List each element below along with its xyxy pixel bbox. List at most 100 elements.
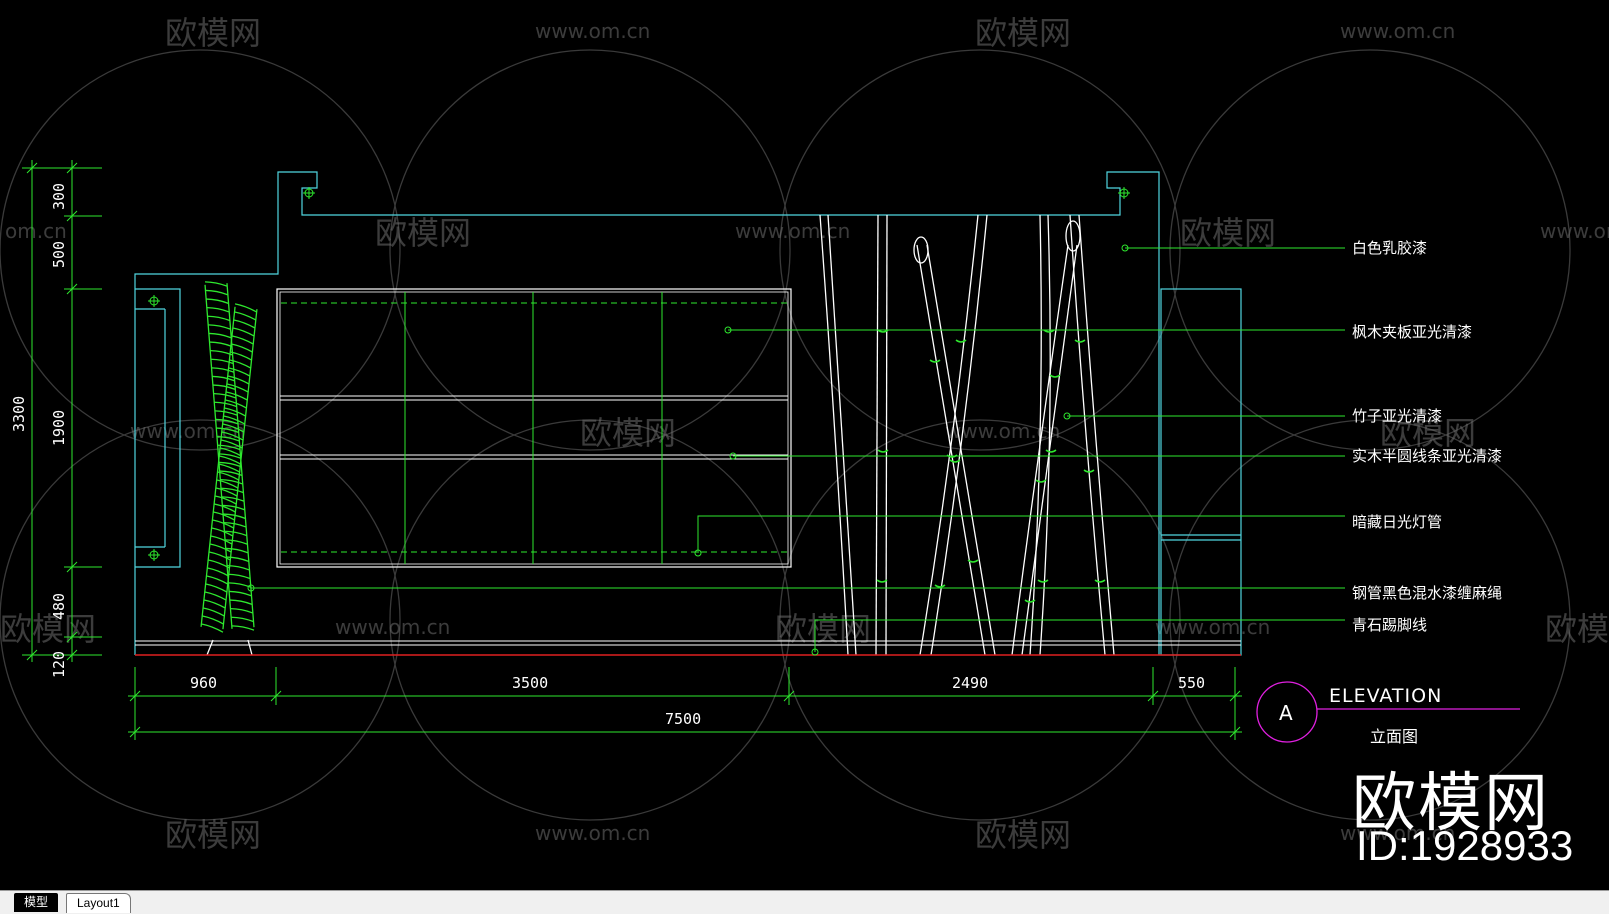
rope-coil	[201, 615, 225, 625]
rope-coil	[229, 351, 253, 361]
rope-coil	[234, 303, 258, 313]
dim-width-part: 960	[190, 674, 217, 692]
callout-labels: 白色乳胶漆 枫木夹板亚光清漆 竹子亚光清漆 实木半圆线条亚光清漆 暗藏日光灯管 …	[1352, 239, 1502, 634]
cad-drawing-canvas[interactable]: 欧模网 www.om.cn 欧模网 www.om.cn om.cn 欧模网 ww…	[0, 0, 1609, 890]
watermark-url: www.om.cn	[1155, 615, 1270, 639]
tab-model[interactable]: 模型	[14, 893, 59, 912]
dim-width-part: 2490	[952, 674, 988, 692]
tab-layout1[interactable]: Layout1	[66, 893, 131, 913]
elevation-title-cn: 立面图	[1370, 727, 1418, 746]
watermark-brand: 欧模网	[1180, 214, 1276, 252]
rope-coil	[226, 556, 249, 562]
watermark-brand: 欧模网	[975, 816, 1071, 854]
rope-coil	[221, 431, 244, 441]
watermark-brand: 欧模网	[1380, 414, 1476, 452]
rope-coil	[217, 436, 240, 442]
rope-coil	[218, 455, 242, 465]
rope-coil	[212, 375, 235, 382]
elevation-title-en: ELEVATION	[1329, 685, 1442, 707]
rope-coil	[216, 427, 239, 433]
rope-coil	[214, 495, 237, 505]
rope-coil	[209, 341, 232, 347]
leader-lines	[247, 244, 1345, 656]
rope-coil	[232, 327, 255, 337]
anchor-symbols	[148, 187, 1130, 561]
rope-coil	[213, 384, 236, 390]
watermark-partial: om.cn	[5, 219, 67, 243]
rope-coil	[209, 332, 232, 339]
callout-label: 暗藏日光灯管	[1352, 513, 1442, 531]
rope-coil	[210, 350, 233, 356]
rope-coil	[211, 358, 234, 365]
pipe-edge	[222, 309, 258, 630]
rope-coil	[223, 407, 247, 417]
rope-coil	[204, 591, 227, 601]
rope-coil	[227, 573, 251, 580]
rope-coil	[224, 530, 247, 537]
watermark-url: www.om.cn	[130, 419, 245, 443]
rope-coil	[213, 393, 236, 399]
dim-height-part: 120	[50, 651, 68, 678]
dim-width-part: 3500	[512, 674, 548, 692]
vertical-dimension-labels: 3300 300 500 1900 480 120	[10, 183, 68, 678]
dim-total-width: 7500	[665, 710, 701, 728]
pipe-edge	[200, 306, 236, 627]
rope-coil	[231, 335, 254, 345]
rope-coil	[215, 418, 238, 425]
vertical-dimensions	[22, 160, 102, 662]
model-id: ID:1928933	[1356, 822, 1574, 869]
rope-coil	[207, 559, 231, 569]
watermark-brand: 欧模网	[580, 414, 676, 452]
rope-coil	[206, 298, 229, 304]
callout-label: 白色乳胶漆	[1352, 239, 1427, 257]
rope-coil	[205, 583, 228, 593]
rope-coil	[211, 367, 234, 373]
rope-coil	[216, 479, 239, 489]
rope-coil	[230, 608, 253, 614]
horizontal-dimension-labels: 960 3500 2490 550 7500	[190, 674, 1205, 728]
watermark-url: www.om.cn	[1340, 821, 1455, 845]
rope-coil	[224, 399, 248, 409]
dim-height-part: 480	[50, 593, 68, 620]
rope-coil	[215, 410, 238, 416]
rope-coil	[226, 383, 249, 393]
rope-coil	[225, 539, 248, 545]
watermark-url: www.om.cn	[535, 19, 650, 43]
rope-coil	[232, 625, 255, 631]
rope-coil	[200, 623, 224, 633]
rope-coil	[206, 567, 230, 577]
rope-coil	[209, 543, 232, 553]
rope-coil	[230, 343, 254, 353]
rope-pipes	[200, 281, 258, 656]
rope-coil	[223, 415, 246, 425]
watermark-brand: 欧模网	[165, 14, 261, 52]
dim-height-part: 300	[50, 183, 68, 210]
horizontal-dimensions	[128, 667, 1242, 740]
rope-coil	[233, 319, 256, 329]
rope-coil	[230, 599, 253, 605]
elevation-drawing: 欧模网 www.om.cn 欧模网 www.om.cn om.cn 欧模网 ww…	[0, 14, 1609, 854]
rope-coil	[211, 519, 235, 529]
rope-coil	[206, 575, 229, 585]
rope-coil	[231, 616, 254, 623]
watermark-url: www.om.cn	[1540, 219, 1609, 243]
dim-height-part: 1900	[50, 410, 68, 446]
brand-logo: 欧模网	[1352, 767, 1550, 841]
bamboo-poles	[819, 214, 1115, 656]
rope-coil	[212, 511, 236, 521]
rope-coil	[207, 315, 230, 322]
rope-coil	[221, 496, 245, 502]
dim-height-part: 500	[50, 241, 68, 268]
rope-coil	[222, 504, 245, 511]
rope-coil	[210, 535, 233, 545]
watermark-brand: 欧模网	[165, 816, 261, 854]
rope-coil	[221, 487, 244, 494]
dim-width-part: 550	[1178, 674, 1205, 692]
watermark-brand: 欧模网	[1545, 610, 1609, 648]
rope-coil	[219, 461, 242, 468]
rope-coil	[234, 311, 257, 321]
watermark-brand: 欧模网	[775, 610, 871, 648]
rope-coil	[205, 281, 228, 287]
rope-coil	[228, 367, 251, 377]
rope-coil	[213, 503, 237, 513]
